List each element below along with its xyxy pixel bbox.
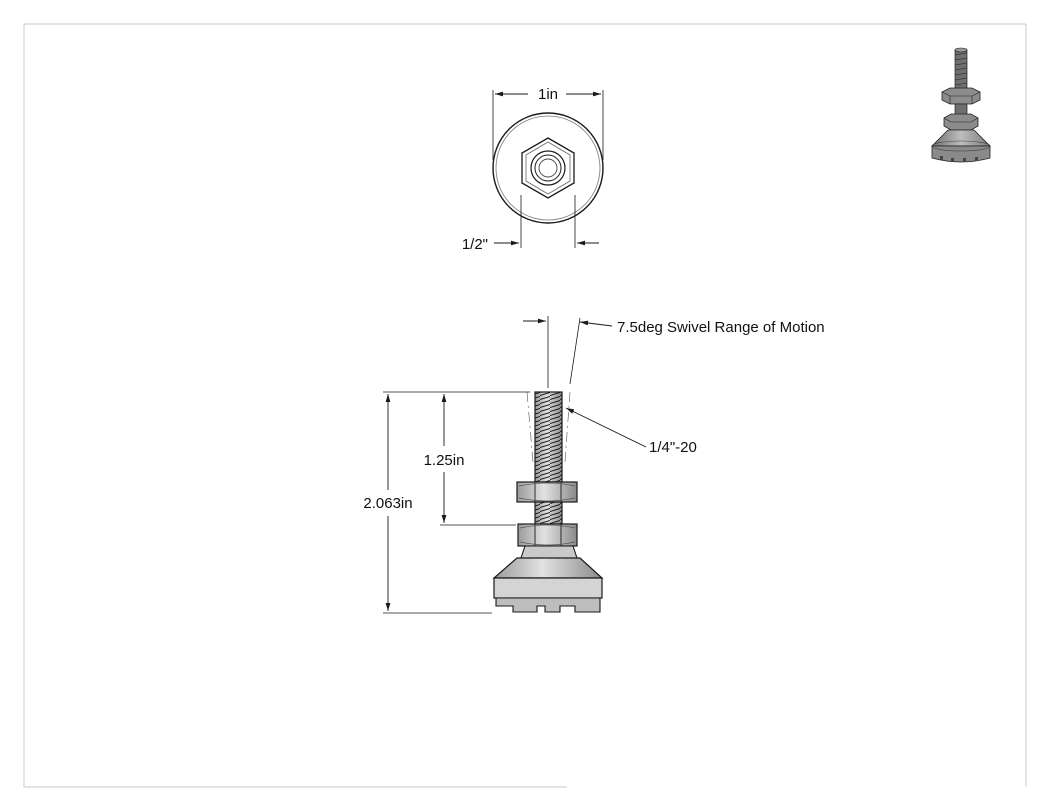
- dim-thread: 1/4"-20: [649, 439, 697, 456]
- isometric-leveling-mount-icon: [931, 47, 991, 163]
- dim-overall-height: 2.063in: [363, 495, 412, 512]
- dim-hex-width: 1/2": [462, 236, 488, 253]
- dim-top-width: 1in: [538, 86, 558, 103]
- dim-stud-length: 1.25in: [424, 452, 465, 469]
- front-view: 7.5deg Swivel Range of Motion 1/4"-20 1.…: [363, 316, 825, 614]
- dim-swivel: 7.5deg Swivel Range of Motion: [617, 319, 825, 336]
- sheet-border: [23, 23, 1027, 788]
- top-view: 1in 1/2": [462, 86, 604, 253]
